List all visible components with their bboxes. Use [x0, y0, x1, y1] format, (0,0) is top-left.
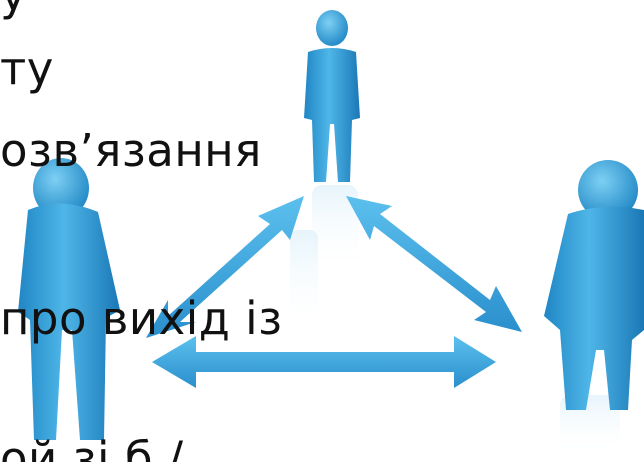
text-line: ой зі б /	[0, 432, 184, 462]
text-line: ту	[0, 42, 54, 95]
double-arrow-icon	[346, 196, 522, 332]
double-arrow-icon	[152, 336, 496, 388]
text-line: у	[0, 0, 27, 17]
person-figure-left	[18, 158, 120, 440]
person-figure-right	[544, 160, 644, 410]
text-line: озв’язання	[0, 124, 262, 177]
text-line: про вихід із	[0, 292, 283, 345]
double-arrow-icon	[146, 196, 304, 338]
person-figure-top	[304, 10, 360, 182]
